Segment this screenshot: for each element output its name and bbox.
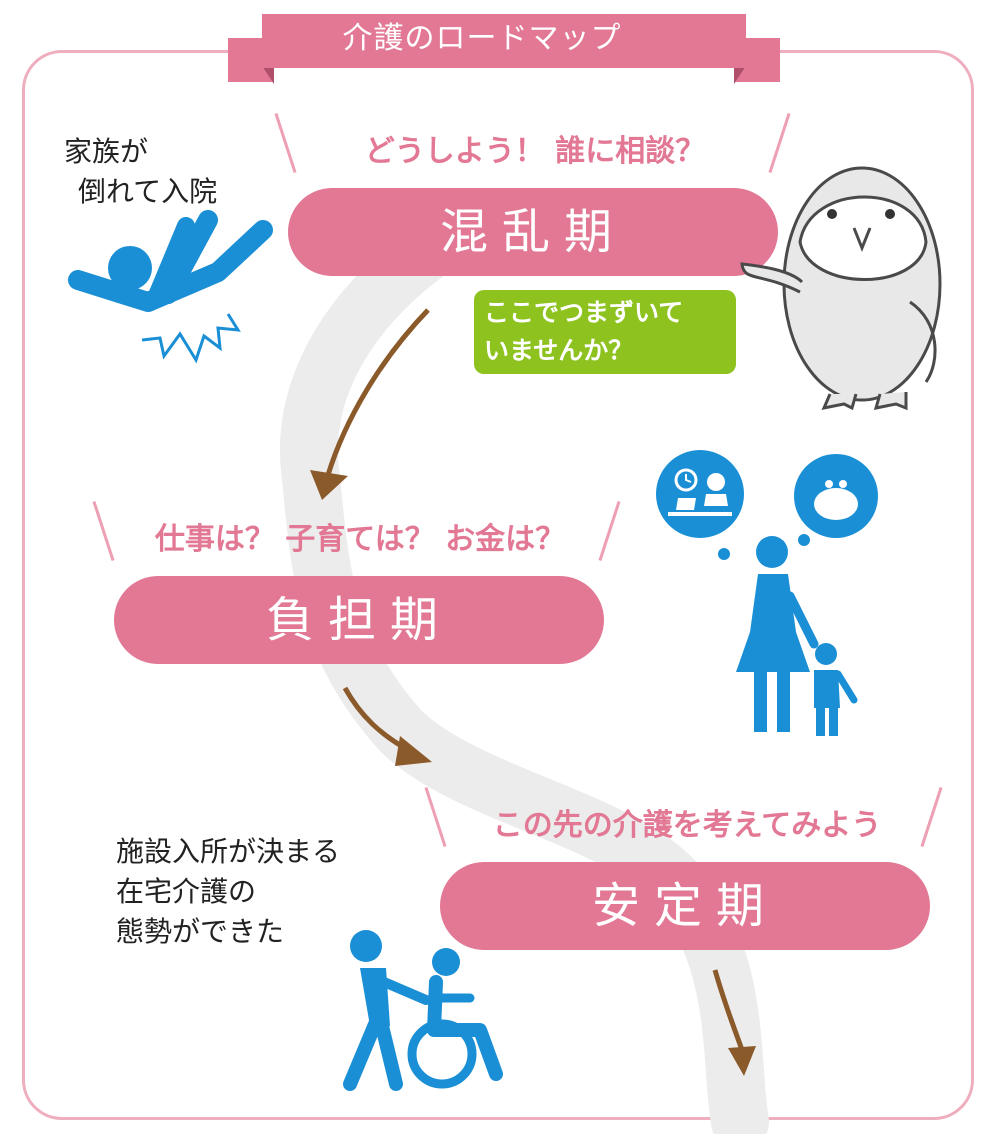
owl-speech-bubble: ここでつまずいて いませんか？ [474, 290, 736, 374]
stage-question-3: この先の介護を考えてみよう [492, 808, 882, 843]
stage-question-1: どうしよう！ 誰に相談？ [364, 134, 706, 169]
wheelchair-caregiver-icon [343, 930, 503, 1091]
banner-title: 介護のロードマップ [342, 21, 622, 56]
stage-label-1: 混乱期 [288, 188, 778, 276]
arrow-2 [342, 686, 432, 766]
collapse-note: 家族が 倒れて入院 [64, 135, 218, 208]
arrow-1 [310, 308, 430, 500]
mother-child-icon [736, 536, 858, 736]
road [279, 221, 769, 1134]
stable-note: 施設入所が決まる 在宅介護の 態勢ができた [116, 835, 341, 948]
arrow-3 [712, 969, 756, 1076]
stage-question-2: 仕事は？ 子育ては？ お金は？ [154, 522, 566, 557]
falling-person-icon [68, 210, 273, 364]
stage-label-3: 安定期 [440, 862, 930, 950]
purse-thought-icon [794, 454, 878, 546]
title-banner [228, 14, 780, 84]
desk-clock-thought-icon [656, 450, 744, 560]
owl-mascot [740, 166, 942, 411]
stage-label-2: 負担期 [114, 576, 604, 664]
